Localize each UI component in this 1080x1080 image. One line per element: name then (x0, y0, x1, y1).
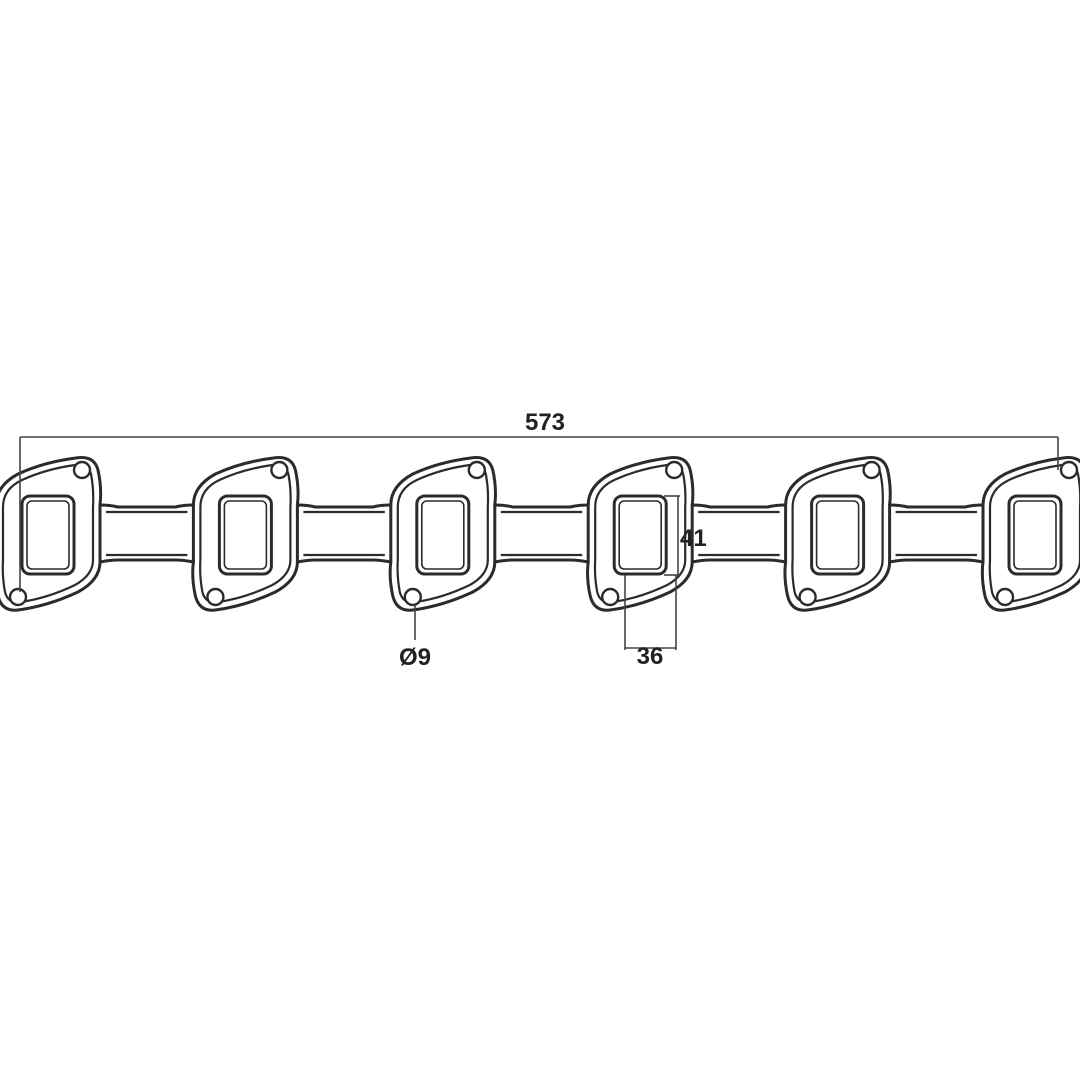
connector-top-edge (888, 503, 985, 509)
bolt-hole (665, 460, 684, 480)
connector-top-edge (98, 503, 195, 509)
bolt-hole (270, 460, 289, 480)
overall-length-dimension: 573 (19, 409, 1059, 592)
bolt-hole-diameter-label: Ø9 (399, 644, 431, 671)
flange-outline (191, 456, 300, 612)
gasket-body (98, 503, 985, 564)
exhaust-port-inner-edge (618, 500, 663, 570)
port-height-dimension: 41 (664, 495, 707, 576)
gasket-flanges (0, 456, 1080, 612)
bolt-hole (1059, 460, 1079, 480)
port-width-dimension: 36 (624, 575, 677, 670)
gasket-holes (8, 460, 1079, 607)
connector-bottom-edge (493, 558, 590, 564)
connector-bottom-edge (888, 558, 985, 564)
connector-top-edge (295, 503, 393, 509)
bolt-hole (862, 460, 881, 480)
exhaust-port (1007, 494, 1063, 576)
flange-outline (586, 456, 695, 612)
flange-outline (388, 456, 497, 612)
flange-outline (783, 456, 892, 612)
bolt-hole (995, 587, 1015, 607)
bolt-hole-diameter-callout: Ø9 (399, 605, 431, 671)
exhaust-port (415, 494, 471, 576)
bolt-hole (8, 587, 28, 607)
exhaust-port (810, 494, 866, 576)
overall-length-label: 573 (525, 409, 565, 436)
connector-top-edge (493, 503, 590, 509)
exhaust-port (217, 494, 273, 576)
port-width-label: 36 (637, 643, 664, 670)
exhaust-port-inner-edge (1013, 500, 1057, 570)
connector-bottom-edge (690, 558, 788, 564)
flange-outline (980, 456, 1080, 612)
port-height-label: 41 (680, 525, 707, 552)
bolt-hole (798, 587, 817, 607)
exhaust-port-inner-edge (26, 500, 70, 570)
bolt-hole (403, 587, 422, 607)
connector-top-edge (690, 503, 788, 509)
exhaust-port (20, 494, 76, 576)
exhaust-port (612, 494, 668, 576)
bolt-hole (467, 460, 486, 480)
bolt-hole (72, 460, 92, 480)
bolt-hole (601, 587, 620, 607)
flange-outline (0, 456, 103, 612)
exhaust-port-inner-edge (815, 500, 860, 570)
connector-bottom-edge (295, 558, 393, 564)
connector-bottom-edge (98, 558, 195, 564)
bolt-hole (206, 587, 225, 607)
exhaust-port-inner-edge (223, 500, 268, 570)
exhaust-port-inner-edge (420, 500, 465, 570)
gasket-ports (20, 494, 1063, 576)
